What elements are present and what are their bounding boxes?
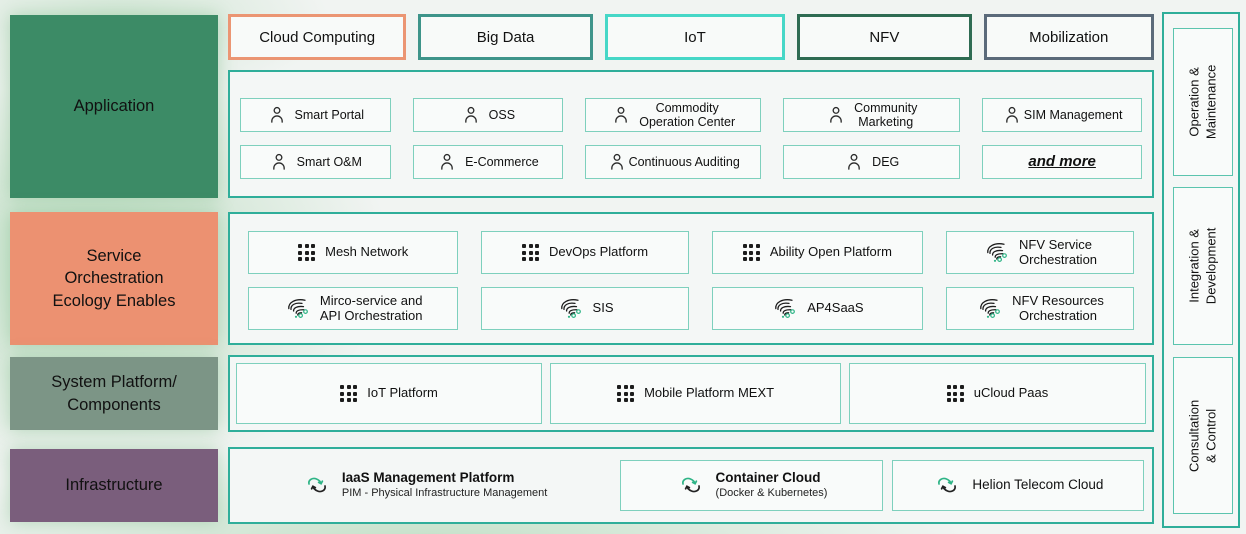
sys-item-ucloud-paas: uCloud Paas bbox=[849, 363, 1146, 424]
app-item-label: Community Marketing bbox=[854, 100, 918, 129]
lifecycle-sidebar: Operation & Maintenance Integration & De… bbox=[1162, 12, 1240, 528]
infra-text: Helion Telecom Cloud bbox=[972, 477, 1103, 494]
tab-mobilization: Mobilization bbox=[983, 14, 1154, 60]
cloud-sync-icon bbox=[676, 474, 706, 498]
orchestration-swirl-icon bbox=[976, 297, 1002, 321]
infra-title: Helion Telecom Cloud bbox=[972, 477, 1104, 493]
grid-icon bbox=[946, 385, 964, 402]
infra-subtitle: PIM - Physical Infrastructure Management bbox=[341, 487, 548, 500]
cloud-sync-icon bbox=[932, 474, 962, 498]
row-label-service-orchestration: Service Orchestration Ecology Enables bbox=[10, 212, 218, 345]
orchestration-swirl-icon bbox=[284, 297, 310, 321]
svc-item-label: Mesh Network bbox=[325, 244, 409, 260]
svc-item-label: DevOps Platform bbox=[549, 244, 649, 260]
row-label-application: Application bbox=[10, 15, 218, 198]
svc-item-label: Mirco-service and API Orchestration bbox=[319, 292, 423, 323]
infra-title: IaaS Management Platform bbox=[341, 470, 515, 486]
infra-subtitle: (Docker & Kubernetes) bbox=[715, 487, 828, 500]
app-item-sim-management: SIM Management bbox=[982, 98, 1142, 132]
system-platform-container: IoT Platform Mobile Platform MEXT uCloud… bbox=[228, 355, 1154, 432]
tab-nfv: NFV bbox=[797, 14, 972, 60]
sidebar-item-label: Integration & Development bbox=[1186, 227, 1219, 305]
orchestration-swirl-icon bbox=[771, 297, 797, 321]
row-label-system-platform: System Platform/ Components bbox=[10, 357, 218, 430]
sys-item-mobile-platform-mext: Mobile Platform MEXT bbox=[550, 363, 842, 424]
svc-item-nfv-resources-orchestration: NFV Resources Orchestration bbox=[946, 287, 1134, 330]
app-item-oss: OSS bbox=[412, 98, 564, 132]
grid-icon bbox=[617, 385, 635, 402]
app-item-and-more: and more bbox=[982, 145, 1142, 179]
sidebar-item-label: Operation & Maintenance bbox=[1186, 64, 1219, 140]
svc-item-ap4saas: AP4SaaS bbox=[711, 287, 924, 330]
app-item-label: Commodity Operation Center bbox=[639, 100, 736, 129]
svc-item-label: NFV Service Orchestration bbox=[1019, 236, 1098, 267]
svc-item-micro-service-api-orchestration: Mirco-service and API Orchestration bbox=[248, 287, 459, 330]
app-item-community-marketing: Community Marketing bbox=[783, 98, 961, 132]
grid-icon bbox=[742, 244, 760, 261]
row-label-infrastructure: Infrastructure bbox=[10, 449, 218, 522]
person-icon bbox=[607, 152, 627, 172]
svc-item-label: SIS bbox=[592, 300, 614, 316]
grid-icon bbox=[522, 244, 540, 261]
tab-cloud-computing: Cloud Computing bbox=[228, 14, 407, 60]
app-item-deg: DEG bbox=[783, 145, 961, 179]
infra-title: Container Cloud bbox=[715, 470, 821, 486]
person-icon bbox=[267, 105, 287, 125]
app-item-e-commerce: E-Commerce bbox=[412, 145, 564, 179]
orchestration-swirl-icon bbox=[983, 241, 1009, 265]
infrastructure-container: IaaS Management Platform PIM - Physical … bbox=[228, 447, 1154, 524]
sys-item-label: IoT Platform bbox=[367, 385, 438, 401]
svc-item-ability-open-platform: Ability Open Platform bbox=[711, 231, 924, 274]
person-icon bbox=[269, 152, 289, 172]
svc-item-sis: SIS bbox=[481, 287, 689, 330]
sys-item-iot-platform: IoT Platform bbox=[236, 363, 543, 424]
sys-item-label: Mobile Platform MEXT bbox=[644, 385, 775, 401]
application-container: Smart Portal OSS Commodity Operation Cen… bbox=[228, 70, 1154, 198]
category-tabs: Cloud Computing Big Data IoT NFV Mobiliz… bbox=[228, 14, 1154, 60]
person-icon bbox=[844, 152, 864, 172]
app-item-smart-om: Smart O&M bbox=[240, 145, 391, 179]
grid-icon bbox=[298, 244, 316, 261]
sys-item-label: uCloud Paas bbox=[973, 385, 1049, 401]
app-item-label: SIM Management bbox=[1023, 107, 1123, 122]
and-more-label: and more bbox=[1028, 153, 1096, 171]
svc-item-label: NFV Resources Orchestration bbox=[1012, 292, 1104, 323]
grid-icon bbox=[340, 385, 358, 402]
app-item-label: OSS bbox=[488, 107, 516, 122]
orchestration-swirl-icon bbox=[557, 297, 583, 321]
sidebar-item-consultation-control: Consultation & Control bbox=[1173, 357, 1233, 514]
svc-item-nfv-service-orchestration: NFV Service Orchestration bbox=[946, 231, 1134, 274]
person-icon bbox=[461, 105, 481, 125]
person-icon bbox=[1002, 105, 1022, 125]
svc-item-label: AP4SaaS bbox=[807, 300, 864, 316]
inf-item-helion-telecom-cloud: Helion Telecom Cloud bbox=[891, 460, 1144, 511]
app-item-commodity-operation-center: Commodity Operation Center bbox=[585, 98, 762, 132]
infra-text: Container Cloud (Docker & Kubernetes) bbox=[716, 470, 828, 501]
app-item-label: E-Commerce bbox=[465, 154, 539, 169]
app-item-label: DEG bbox=[872, 154, 900, 169]
person-icon bbox=[437, 152, 457, 172]
app-item-label: Continuous Auditing bbox=[628, 154, 740, 169]
app-item-continuous-auditing: Continuous Auditing bbox=[585, 145, 762, 179]
cloud-sync-icon bbox=[302, 474, 332, 498]
sidebar-item-integration-development: Integration & Development bbox=[1173, 187, 1233, 345]
person-icon bbox=[826, 105, 846, 125]
tab-big-data: Big Data bbox=[418, 14, 593, 60]
app-item-label: Smart O&M bbox=[296, 154, 362, 169]
tab-iot: IoT bbox=[604, 14, 786, 60]
inf-item-container-cloud: Container Cloud (Docker & Kubernetes) bbox=[620, 460, 883, 511]
service-orchestration-container: Mesh Network DevOps Platform Ability Ope… bbox=[228, 212, 1154, 345]
svc-item-label: Ability Open Platform bbox=[769, 244, 892, 260]
sidebar-item-operation-maintenance: Operation & Maintenance bbox=[1173, 28, 1233, 176]
app-item-smart-portal: Smart Portal bbox=[240, 98, 391, 132]
sidebar-item-label: Consultation & Control bbox=[1186, 399, 1218, 472]
person-icon bbox=[611, 105, 631, 125]
app-item-label: Smart Portal bbox=[294, 107, 365, 122]
svc-item-devops-platform: DevOps Platform bbox=[481, 231, 689, 274]
svc-item-mesh-network: Mesh Network bbox=[248, 231, 459, 274]
infra-text: IaaS Management Platform PIM - Physical … bbox=[342, 470, 547, 501]
inf-item-iaas-management-platform: IaaS Management Platform PIM - Physical … bbox=[238, 460, 611, 511]
